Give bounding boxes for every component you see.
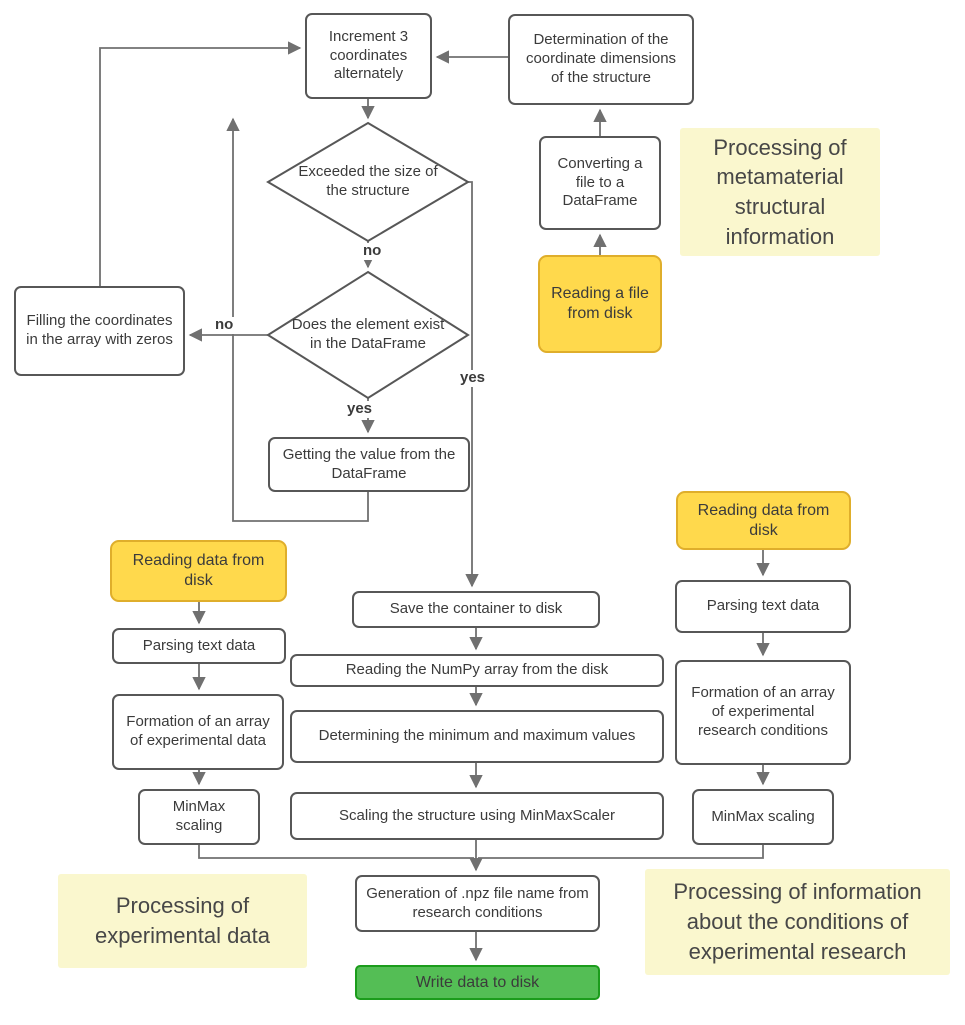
node-increment-coordinates: Increment 3 coordinates alternately — [305, 13, 432, 99]
node-formation-array-left: Formation of an array of experimental da… — [112, 694, 284, 770]
node-filling-zeros: Filling the coordinates in the array wit… — [14, 286, 185, 376]
node-write-data-to-disk: Write data to disk — [355, 965, 600, 1000]
edge-label-no-exists: no — [213, 316, 236, 334]
node-reading-numpy-array: Reading the NumPy array from the disk — [290, 654, 664, 687]
decision-element-exists-label: Does the element exist in the DataFrame — [291, 316, 445, 352]
edge-minmax-right-merge — [478, 845, 764, 859]
node-save-container: Save the container to disk — [352, 591, 600, 628]
edge-label-no-exceeded: no — [361, 242, 384, 260]
node-generation-npz-filename: Generation of .npz file name from resear… — [355, 875, 600, 932]
node-reading-data-right: Reading data from disk — [676, 491, 851, 550]
edge-minmax-left-merge — [198, 845, 474, 859]
node-reading-file-from-disk: Reading a file from disk — [538, 255, 662, 353]
section-label-experimental: Processing of experimental data — [58, 874, 307, 968]
section-label-metamaterial: Processing of metamaterial structural in… — [680, 128, 880, 256]
edge-filling-loop-to-increment — [99, 41, 302, 286]
node-converting-dataframe: Converting a file to a DataFrame — [539, 136, 661, 230]
node-formation-array-right: Formation of an array of experimental re… — [675, 660, 851, 765]
node-minmax-scaling-right: MinMax scaling — [692, 789, 834, 845]
node-determining-minmax: Determining the minimum and maximum valu… — [290, 710, 664, 763]
edge-label-yes-exists: yes — [345, 400, 375, 418]
section-label-conditions: Processing of information about the cond… — [645, 869, 950, 975]
decision-exceeded-size-shape — [266, 121, 470, 243]
node-scaling-structure: Scaling the structure using MinMaxScaler — [290, 792, 664, 840]
node-determination-dimensions: Determination of the coordinate dimensio… — [508, 14, 694, 105]
node-getting-value: Getting the value from the DataFrame — [268, 437, 470, 492]
edge-label-yes-exceeded: yes — [458, 369, 488, 387]
node-parsing-text-right: Parsing text data — [675, 580, 851, 633]
decision-exceeded-size-label: Exceeded the size of the structure — [298, 163, 438, 199]
node-minmax-scaling-left: MinMax scaling — [138, 789, 260, 845]
decision-element-exists-shape — [266, 270, 470, 400]
node-reading-data-left: Reading data from disk — [110, 540, 287, 602]
node-parsing-text-left: Parsing text data — [112, 628, 286, 664]
